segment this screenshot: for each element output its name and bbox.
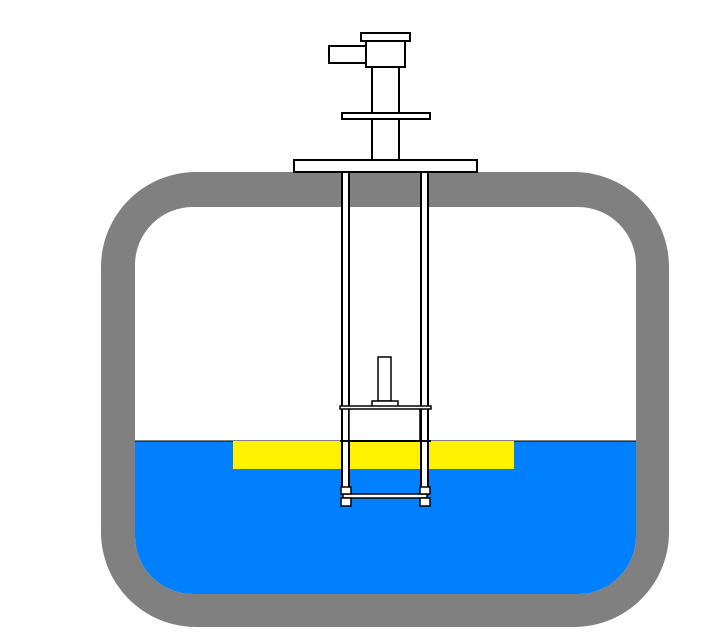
carrier-plate <box>339 405 432 410</box>
sensor <box>293 32 478 507</box>
nut-right-upper <box>419 486 431 495</box>
float-pedestal <box>377 356 392 402</box>
sensor-head <box>365 40 406 68</box>
float-carrier-box <box>348 407 421 442</box>
nut-left-lower <box>340 497 352 507</box>
middle-flange <box>341 112 431 120</box>
nut-right-lower <box>419 497 431 507</box>
float <box>233 441 514 469</box>
probe-rod-right <box>420 171 429 495</box>
nut-left-upper <box>340 486 352 495</box>
cable-connector <box>328 45 367 64</box>
mounting-flange <box>293 159 478 173</box>
bottom-crossbar <box>342 493 428 499</box>
sensor-cap <box>360 32 411 42</box>
probe-rod-left <box>341 171 350 495</box>
